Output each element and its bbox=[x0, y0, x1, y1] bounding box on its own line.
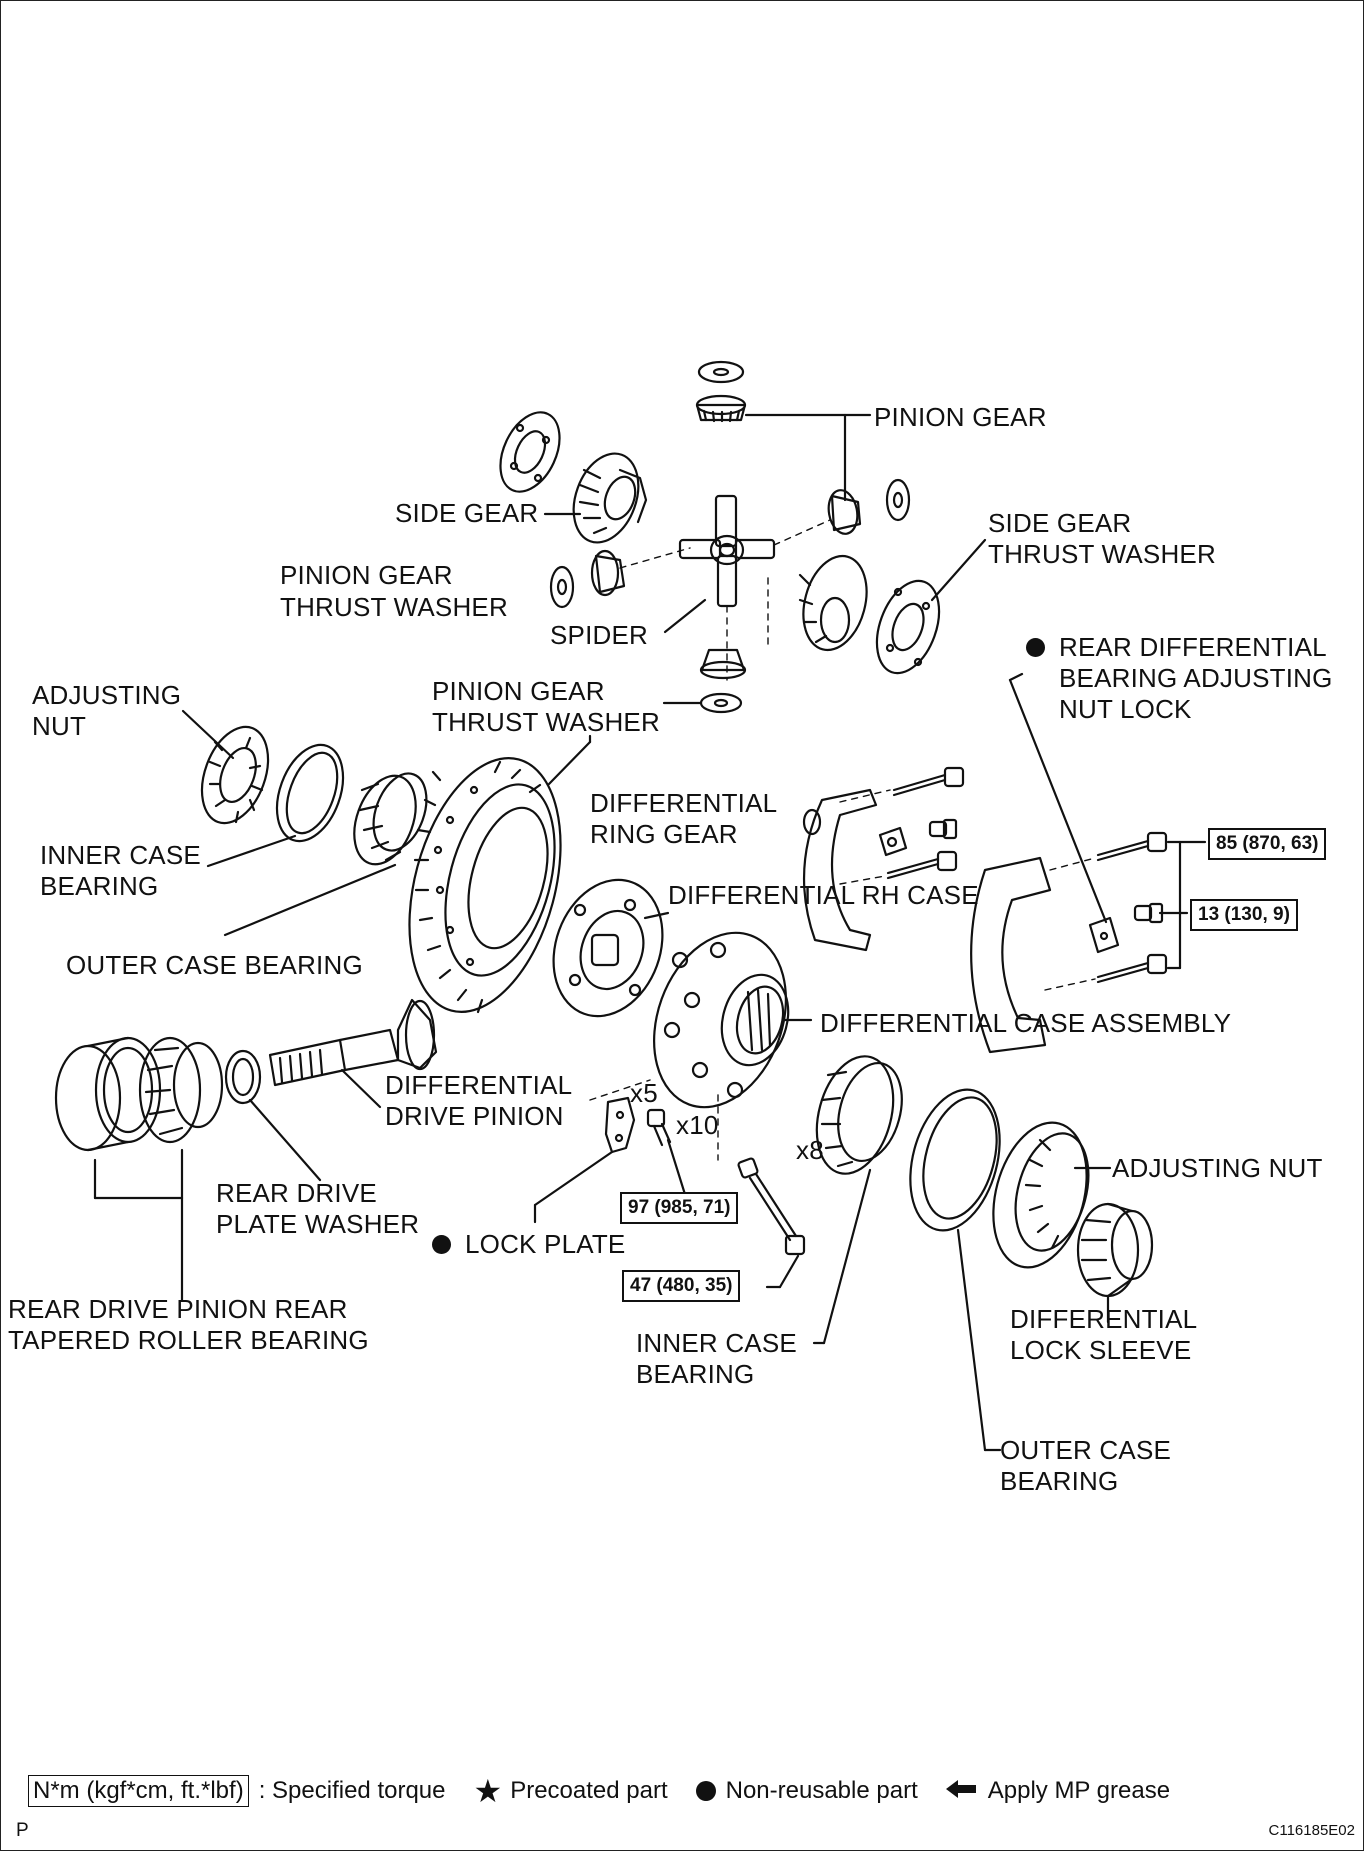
label-differential-case-assembly: DIFFERENTIAL CASE ASSEMBLY bbox=[820, 1008, 1232, 1038]
label-rear-diff-nut-lock-2: BEARING ADJUSTING bbox=[1059, 663, 1333, 693]
differential-ring-gear bbox=[408, 757, 562, 1014]
rear-drive-pinion-bearing-cone bbox=[138, 1036, 224, 1144]
side-gear-thrust-washer-right bbox=[875, 579, 941, 675]
legend-precoated: Precoated part bbox=[510, 1777, 668, 1804]
pinion-gear-thrust-washer-left bbox=[549, 565, 575, 609]
footer-left-code: P bbox=[16, 1820, 29, 1841]
torque-box-97: 97 (985, 71) bbox=[620, 1192, 739, 1224]
pinion-gear-top bbox=[695, 394, 747, 423]
inner-case-bearing-left bbox=[275, 743, 345, 843]
small-bolt-right bbox=[1133, 902, 1164, 924]
label-rear-diff-nut-lock-1: REAR DIFFERENTIAL bbox=[1026, 632, 1327, 663]
pinion-gear-thrust-washer-top bbox=[697, 360, 745, 384]
pinion-gear-thrust-washer-right bbox=[885, 478, 911, 522]
label-differential-rh-case: DIFFERENTIAL RH CASE bbox=[668, 880, 979, 910]
label-rear-drive-plate-washer-1: REAR DRIVE bbox=[216, 1178, 377, 1208]
label-differential-drive-pinion-2: DRIVE PINION bbox=[385, 1101, 564, 1131]
cap-bolt-3 bbox=[1096, 831, 1168, 862]
label-adjusting-nut-right: ADJUSTING NUT bbox=[1112, 1153, 1323, 1183]
legend-torque-text: : Specified torque bbox=[258, 1777, 446, 1804]
small-lock-bolt bbox=[928, 818, 958, 840]
figure-id: C116185E02 bbox=[1268, 1822, 1355, 1839]
label-inner-case-bearing-right-2: BEARING bbox=[636, 1359, 755, 1389]
label-pinion-gear-thrust-washer-a2: THRUST WASHER bbox=[280, 592, 508, 622]
adjusting-nut-left bbox=[200, 725, 270, 825]
label-spider: SPIDER bbox=[550, 620, 649, 650]
non-reusable-dot-icon bbox=[1026, 637, 1045, 657]
lock-plate-part bbox=[604, 1096, 636, 1154]
label-outer-case-bearing-right-2: BEARING bbox=[1000, 1466, 1119, 1496]
label-rear-drive-plate-washer-2: PLATE WASHER bbox=[216, 1209, 420, 1239]
outer-case-bearing-left bbox=[353, 772, 428, 866]
label-rear-drive-pinion-bearing-1: REAR DRIVE PINION REAR bbox=[8, 1294, 348, 1324]
pinion-gear-left bbox=[590, 549, 626, 597]
outer-case-bearing-right bbox=[909, 1088, 1001, 1232]
legend-mp-grease: Apply MP grease bbox=[987, 1777, 1171, 1804]
side-gear-thrust-washer-left bbox=[499, 411, 561, 493]
label-pinion-gear-thrust-washer-b2: THRUST WASHER bbox=[432, 707, 660, 737]
label-adjusting-nut-left-1: ADJUSTING bbox=[32, 680, 182, 710]
differential-rh-case bbox=[552, 878, 664, 1018]
pinion-gear-bottom bbox=[699, 648, 747, 680]
label-pinion-gear-thrust-washer-b1: PINION GEAR bbox=[432, 676, 605, 706]
label-rear-diff-nut-lock-3: NUT LOCK bbox=[1059, 694, 1192, 724]
rear-diff-nut-lock-part bbox=[1088, 916, 1120, 954]
bearing-cap-upper bbox=[802, 788, 878, 952]
label-pinion-gear-thrust-washer-a1: PINION GEAR bbox=[280, 560, 453, 590]
lock-bracket-small bbox=[878, 826, 908, 857]
cap-bolt-4 bbox=[1096, 953, 1168, 984]
label-x10: x10 bbox=[676, 1110, 719, 1140]
pinion-gear-thrust-washer-bottom bbox=[699, 692, 743, 714]
cap-bolt-1 bbox=[892, 766, 965, 797]
label-differential-lock-sleeve-2: LOCK SLEEVE bbox=[1010, 1335, 1192, 1365]
adjusting-nut-right bbox=[992, 1121, 1090, 1269]
spider-shaft bbox=[678, 494, 776, 608]
legend: N*m (kgf*cm, ft.*lbf) : Specified torque… bbox=[28, 1775, 1170, 1807]
label-outer-case-bearing-left: OUTER CASE BEARING bbox=[66, 950, 363, 980]
label-inner-case-bearing-right-1: INNER CASE bbox=[636, 1328, 797, 1358]
left-arrow-icon bbox=[945, 1777, 976, 1805]
label-x5: x5 bbox=[630, 1078, 658, 1108]
star-icon: ★ bbox=[473, 1773, 503, 1809]
bearing-cap-lower bbox=[970, 856, 1052, 1054]
torque-box-85: 85 (870, 63) bbox=[1208, 828, 1327, 860]
label-adjusting-nut-left-2: NUT bbox=[32, 711, 87, 741]
non-reusable-dot-icon bbox=[432, 1234, 451, 1254]
case-bolt-x8 bbox=[737, 1157, 806, 1256]
inner-case-bearing-right bbox=[815, 1055, 903, 1175]
side-gear-left bbox=[572, 452, 648, 544]
label-x8: x8 bbox=[796, 1135, 824, 1165]
rear-drive-pinion-bearing-cup bbox=[54, 1036, 162, 1152]
filled-circle-icon bbox=[695, 1781, 716, 1801]
differential-case-assembly bbox=[653, 931, 790, 1109]
label-rear-drive-pinion-bearing-2: TAPERED ROLLER BEARING bbox=[8, 1325, 369, 1355]
label-side-gear: SIDE GEAR bbox=[395, 498, 539, 528]
label-differential-ring-gear-1: DIFFERENTIAL bbox=[590, 788, 778, 818]
lock-plate-bolt bbox=[646, 1108, 672, 1147]
label-pinion-gear: PINION GEAR bbox=[874, 402, 1047, 432]
differential-lock-sleeve bbox=[1076, 1202, 1154, 1298]
label-side-gear-thrust-washer-1: SIDE GEAR bbox=[988, 508, 1132, 538]
label-differential-lock-sleeve-1: DIFFERENTIAL bbox=[1010, 1304, 1198, 1334]
label-differential-drive-pinion-1: DIFFERENTIAL bbox=[385, 1070, 573, 1100]
label-outer-case-bearing-right-1: OUTER CASE bbox=[1000, 1435, 1172, 1465]
torque-box-13: 13 (130, 9) bbox=[1190, 899, 1298, 931]
label-inner-case-bearing-left-2: BEARING bbox=[40, 871, 159, 901]
side-gear-right bbox=[798, 554, 868, 652]
torque-box-47: 47 (480, 35) bbox=[622, 1270, 741, 1302]
pinion-gear-right bbox=[827, 489, 862, 535]
differential-drive-pinion bbox=[268, 998, 438, 1087]
label-inner-case-bearing-left-1: INNER CASE bbox=[40, 840, 201, 870]
cap-bolt-2 bbox=[886, 850, 958, 880]
label-side-gear-thrust-washer-2: THRUST WASHER bbox=[988, 539, 1216, 569]
label-lock-plate: LOCK PLATE bbox=[432, 1229, 625, 1260]
rear-drive-plate-washer bbox=[224, 1049, 262, 1105]
legend-non-reusable: Non-reusable part bbox=[725, 1777, 918, 1804]
label-differential-ring-gear-2: RING GEAR bbox=[590, 819, 738, 849]
legend-torque-key: N*m (kgf*cm, ft.*lbf) bbox=[28, 1775, 249, 1807]
